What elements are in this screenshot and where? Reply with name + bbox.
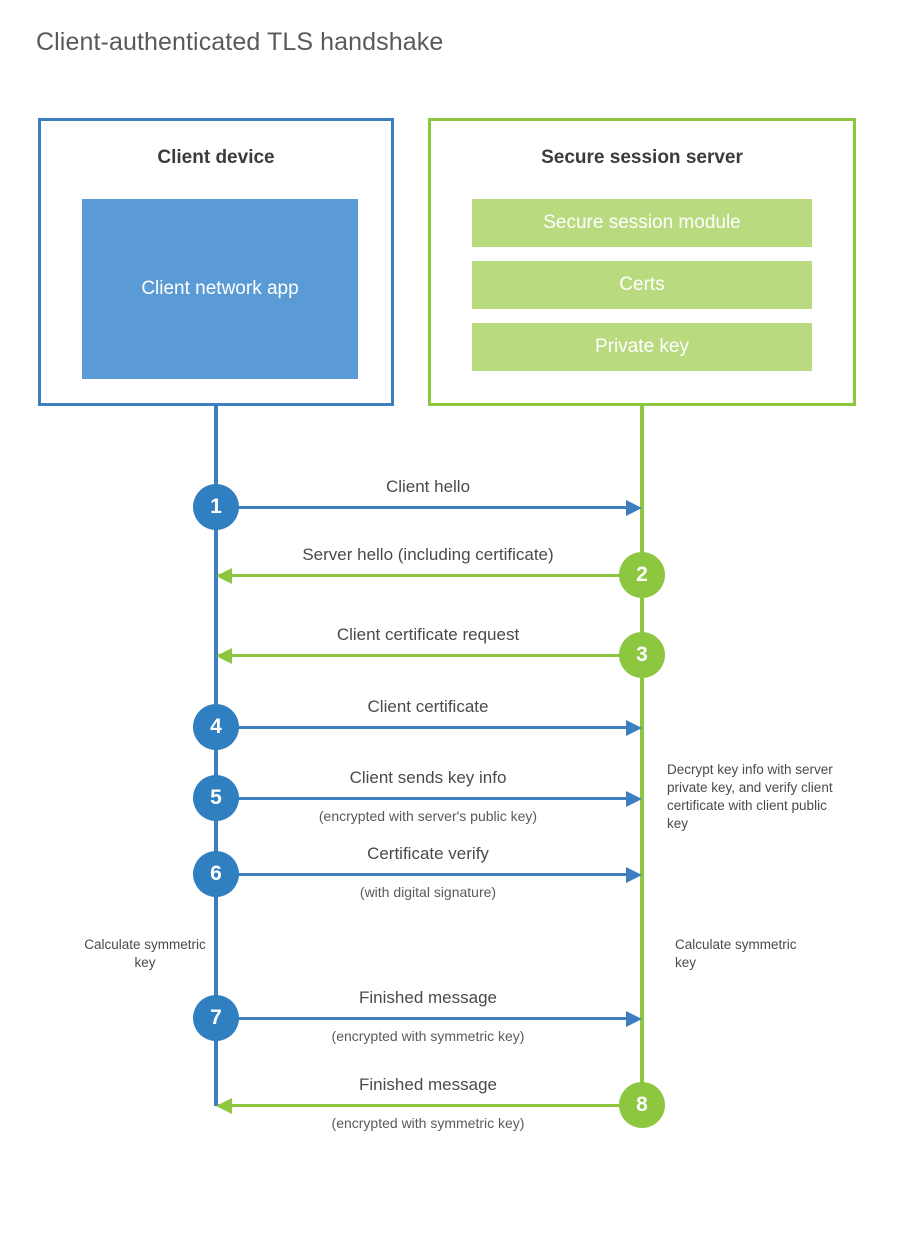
message-label-4: Client certificate [367,697,489,716]
message-arrow-line-3 [218,654,638,657]
message-arrow-line-6 [218,873,638,876]
server-component-certs: Certs [472,261,812,309]
message-label-3: Client certificate request [336,625,520,644]
message-sublabel-7: (encrypted with symmetric key) [331,1028,525,1044]
server-lifeline [640,406,644,1106]
step-circle-8: 8 [619,1082,665,1128]
message-label-2: Server hello (including certificate) [302,545,554,564]
arrowhead-icon-7 [626,1011,642,1027]
message-arrow-line-2 [218,574,638,577]
server-component-private-key: Private key [472,323,812,371]
message-sublabel-5: (encrypted with server's public key) [318,808,538,824]
server-calculate-symmetric-key-annotation: Calculate symmetric key [675,937,797,970]
step-circle-7: 7 [193,995,239,1041]
client-calculate-symmetric-key-annotation: Calculate symmetric key [84,937,206,970]
step-circle-1: 1 [193,484,239,530]
message-label-6: Certificate verify [367,844,489,863]
arrowhead-icon-2 [216,568,232,584]
arrowhead-icon-3 [216,648,232,664]
step-circle-3: 3 [619,632,665,678]
message-arrow-line-8 [218,1104,638,1107]
arrowhead-icon-4 [626,720,642,736]
client-lifeline [214,406,218,1106]
message-label-1: Client hello [385,477,471,496]
step-circle-6: 6 [193,851,239,897]
message-arrow-line-7 [218,1017,638,1020]
step-circle-5: 5 [193,775,239,821]
step-circle-2: 2 [619,552,665,598]
arrowhead-icon-6 [626,867,642,883]
client-device-title: Client device [157,147,275,168]
server-component-secure-session-module: Secure session module [472,199,812,247]
step-circle-4: 4 [193,704,239,750]
message-sublabel-6: (with digital signature) [359,884,497,900]
message-label-7: Finished message [359,988,497,1007]
client-network-app-block: Client network app [82,199,358,379]
secure-session-server-box: Secure session server Secure session mod… [428,118,856,406]
secure-session-server-title: Secure session server [541,147,743,168]
message-sublabel-8: (encrypted with symmetric key) [331,1115,525,1131]
message-label-8: Finished message [359,1075,497,1094]
arrowhead-icon-5 [626,791,642,807]
message-arrow-line-5 [218,797,638,800]
arrowhead-icon-8 [216,1098,232,1114]
message-label-5: Client sends key info [349,768,507,787]
message-arrow-line-4 [218,726,638,729]
server-decrypt-annotation: Decrypt key info with server private key… [667,762,833,831]
client-device-box: Client device Client network app [38,118,394,406]
arrowhead-icon-1 [626,500,642,516]
message-arrow-line-1 [218,506,638,509]
page-title: Client-authenticated TLS handshake [36,28,444,56]
